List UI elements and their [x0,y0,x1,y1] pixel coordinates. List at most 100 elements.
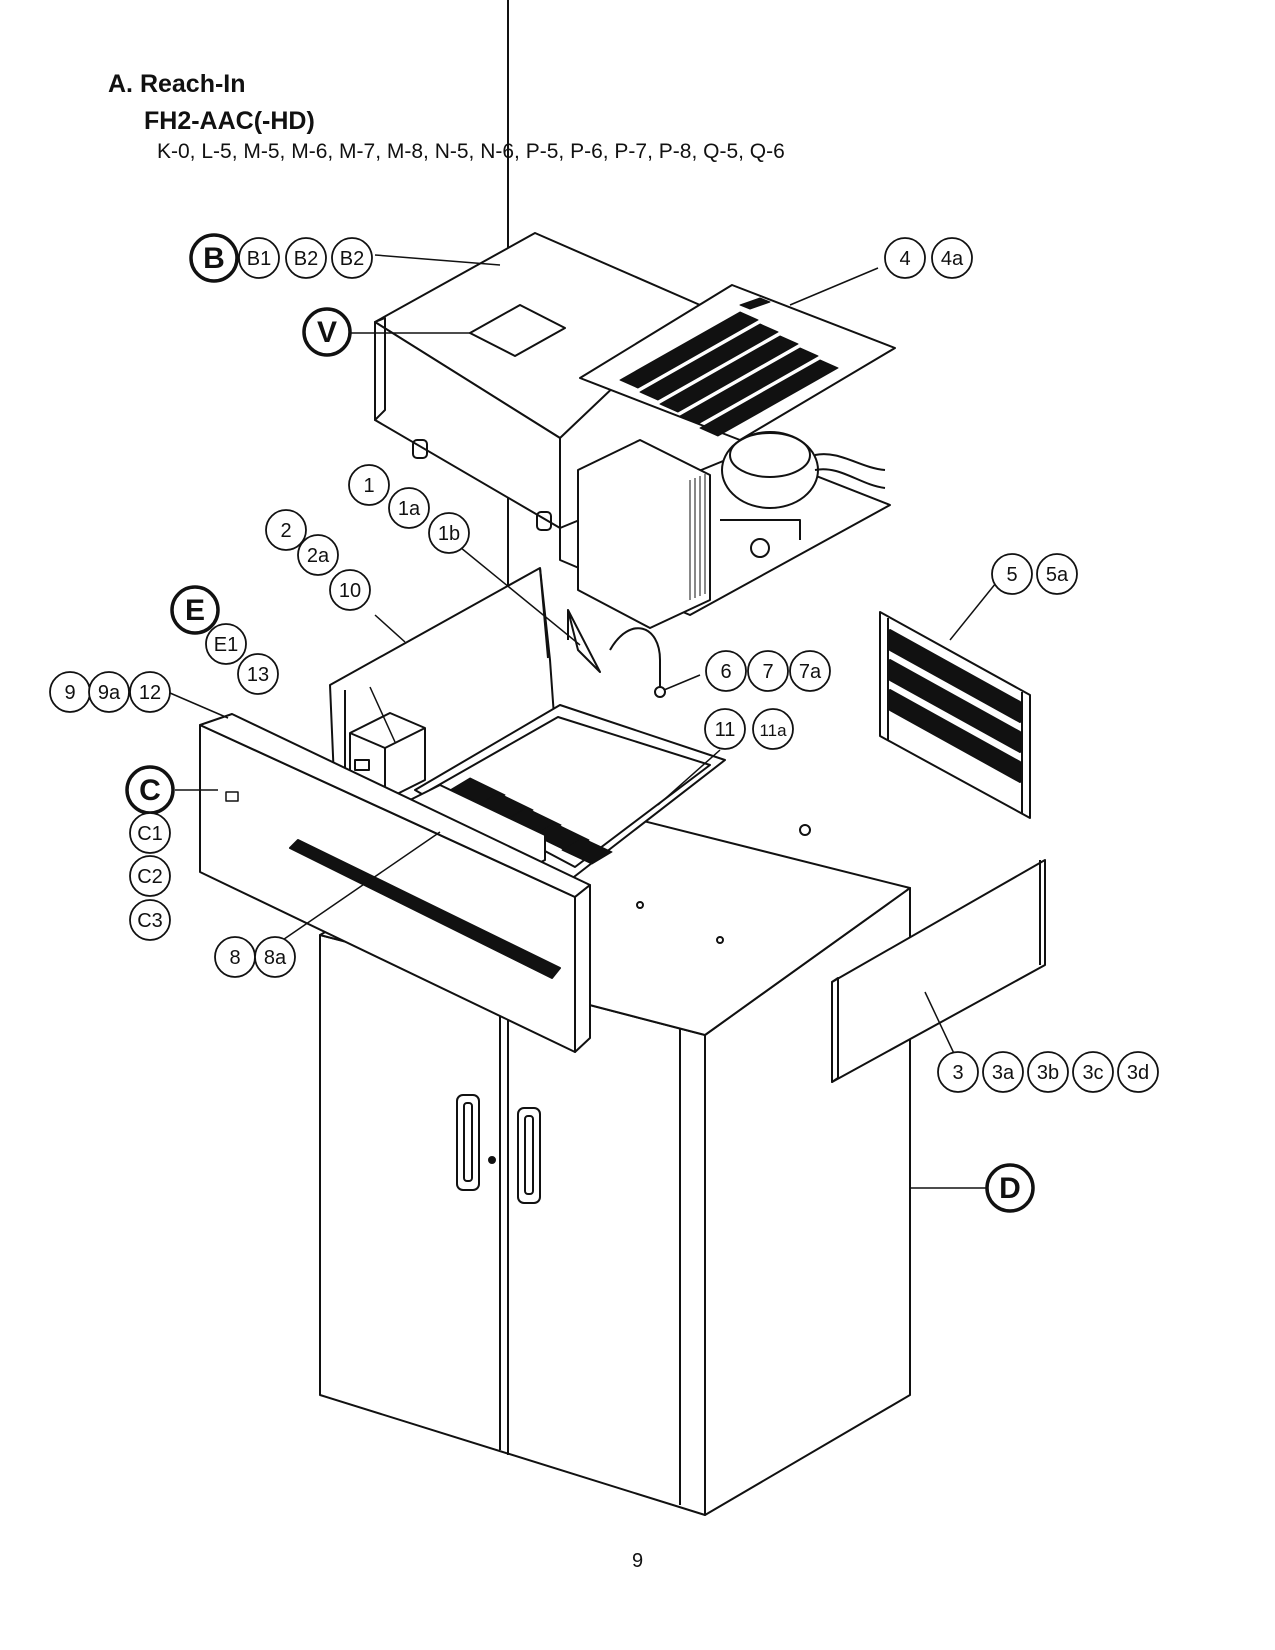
callout-b: B [189,233,239,283]
callout-label: B2 [340,248,364,270]
callout-e: E [170,585,220,635]
callout-label: 4a [941,248,964,270]
callout-1a: 1a [388,487,430,529]
callout-b2: B2 [331,237,373,279]
callout-circle [129,855,171,897]
callout-circle [237,653,279,695]
model-title: FH2-AAC(-HD) [144,107,315,135]
callout-10: 10 [329,569,371,611]
callout-label: 11a [759,721,787,740]
callout-3d: 3d [1117,1051,1159,1093]
callout-label: B2 [294,248,318,270]
callout-label: 3b [1037,1062,1059,1084]
callout-label: E1 [214,634,238,656]
callout-circle [789,650,831,692]
front-panel [199,713,591,1053]
callout-7a: 7a [789,650,831,692]
callout-circle [388,487,430,529]
callout-label: 8 [229,947,240,969]
callout-circle [129,899,171,941]
callout-circle [705,650,747,692]
callout-8: 8 [214,936,256,978]
callout-13: 13 [237,653,279,695]
callout-label: 5a [1046,564,1069,586]
callout-label: 9a [98,682,121,704]
section-title: A. Reach-In [108,70,246,98]
callout-circle [1036,553,1078,595]
callout-11: 11 [704,708,746,750]
callout-circle [752,708,794,750]
side-panel [831,859,1046,1083]
callout-circle [1117,1051,1159,1093]
callout-circle [704,708,746,750]
callout-3b: 3b [1027,1051,1069,1093]
callout-circle [297,534,339,576]
callout-circle [747,650,789,692]
callout-label: D [999,1172,1021,1205]
callout-circle [170,585,220,635]
callout-label: 7 [762,661,773,683]
side-grill-panel [879,611,1031,819]
callout-d: D [985,1163,1035,1213]
callout-circle [937,1051,979,1093]
callout-label: 13 [247,664,269,686]
callout-circle [1072,1051,1114,1093]
callout-circle [302,307,352,357]
callout-label: 10 [339,580,361,602]
callout-circle [331,237,373,279]
callout-c1: C1 [129,812,171,854]
callout-7: 7 [747,650,789,692]
callout-2: 2 [265,509,307,551]
callout-circle [254,936,296,978]
callout-e1: E1 [205,623,247,665]
callout-2a: 2a [297,534,339,576]
callout-3c: 3c [1072,1051,1114,1093]
callout-3: 3 [937,1051,979,1093]
callout-11a: 11a [752,708,794,750]
callout-label: B1 [247,248,271,270]
callout-circle [1027,1051,1069,1093]
callout-circle [884,237,926,279]
callout-1b: 1b [428,512,470,554]
callout-1: 1 [348,464,390,506]
callout-5: 5 [991,553,1033,595]
callout-label: V [317,316,337,349]
callout-b1: B1 [238,237,280,279]
callout-9: 9 [49,671,91,713]
callout-4: 4 [884,237,926,279]
callout-c2: C2 [129,855,171,897]
page-number: 9 [631,1550,644,1572]
callout-label: 6 [720,661,731,683]
refrigeration-unit [374,232,896,629]
callout-circle [348,464,390,506]
callout-circle [265,509,307,551]
callout-circle [88,671,130,713]
callout-label: E [185,594,205,627]
leader-lines [169,254,1001,1189]
callout-label: 9 [64,682,75,704]
callout-circle [285,237,327,279]
callout-label: 3a [992,1062,1015,1084]
callout-label: 1a [398,498,421,520]
callout-v: V [302,307,352,357]
callout-label: 4 [899,248,910,270]
callout-label: 8a [264,947,287,969]
callout-label: C2 [137,866,163,888]
callout-c: C [125,765,175,815]
callout-label: B [203,242,225,275]
callout-3a: 3a [982,1051,1024,1093]
callout-circle [428,512,470,554]
callout-circle [985,1163,1035,1213]
callout-label: 2 [280,520,291,542]
callout-4a: 4a [931,237,973,279]
callout-circle [329,569,371,611]
callout-label: 1 [363,475,374,497]
callout-label: 3d [1127,1062,1149,1084]
interior-frame [329,567,726,921]
callout-circle [129,812,171,854]
callout-6: 6 [705,650,747,692]
callout-circle [205,623,247,665]
callout-label: 11 [715,719,736,741]
callout-5a: 5a [1036,553,1078,595]
